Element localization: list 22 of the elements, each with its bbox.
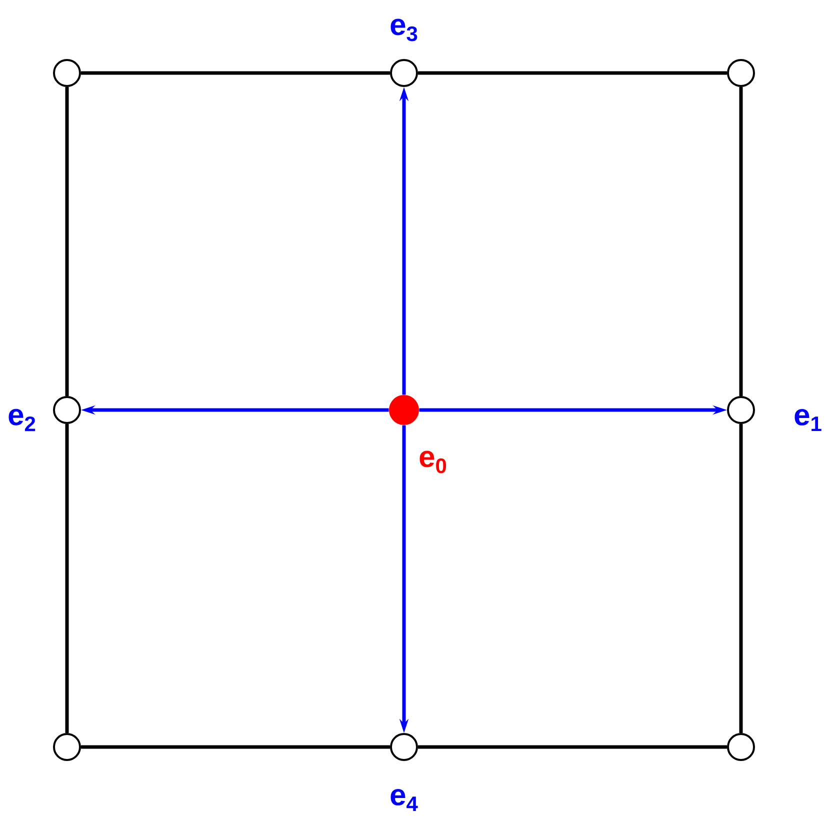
lattice-node-circle <box>390 733 418 761</box>
square-side <box>418 745 727 749</box>
vector-label: e$_{2}$ <box>8 408 36 432</box>
vector-label: e$_{1}$ <box>794 409 822 432</box>
lattice-node-circle <box>53 59 81 87</box>
square-side <box>739 424 743 733</box>
square-side <box>81 745 390 749</box>
lattice-node-circle <box>390 59 418 87</box>
square-side <box>65 424 69 733</box>
vector-label: e$_{3}$ <box>390 18 418 42</box>
lattice-node-circle <box>727 396 755 424</box>
lattice-node-circle <box>727 59 755 87</box>
vector-label: e$_{0}$ <box>420 450 446 474</box>
square-side <box>739 87 743 396</box>
vector-label: e$_{4}$ <box>390 789 418 812</box>
lattice-node-circle <box>53 396 81 424</box>
square-side <box>418 71 727 75</box>
square-side <box>81 71 390 75</box>
square-side <box>65 87 69 396</box>
center-dot <box>389 395 419 425</box>
lattice-node-circle <box>727 733 755 761</box>
lattice-node-circle <box>53 733 81 761</box>
